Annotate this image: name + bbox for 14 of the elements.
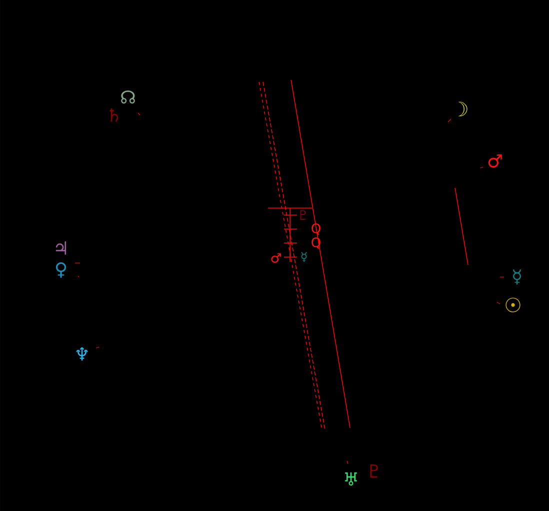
planet-symbol: ♄	[110, 108, 118, 122]
planet-symbol: ♃	[56, 241, 66, 255]
planet-symbol: ☉	[506, 298, 520, 312]
planet-symbol: ☿	[513, 269, 521, 284]
planet-symbol: ♇	[370, 464, 378, 478]
planet-symbol: ♆	[76, 347, 88, 361]
planet-symbol: ♂	[488, 154, 502, 168]
planet-symbol: ☽	[458, 102, 468, 116]
planet-symbol: ☿	[301, 252, 307, 262]
planet-symbol: ♅	[345, 472, 357, 486]
planet-symbol: ♇	[300, 210, 306, 220]
planet-symbol: ♀	[56, 262, 66, 278]
planet-symbol: ♂	[271, 253, 281, 263]
planet-symbol: ☊	[121, 90, 135, 104]
